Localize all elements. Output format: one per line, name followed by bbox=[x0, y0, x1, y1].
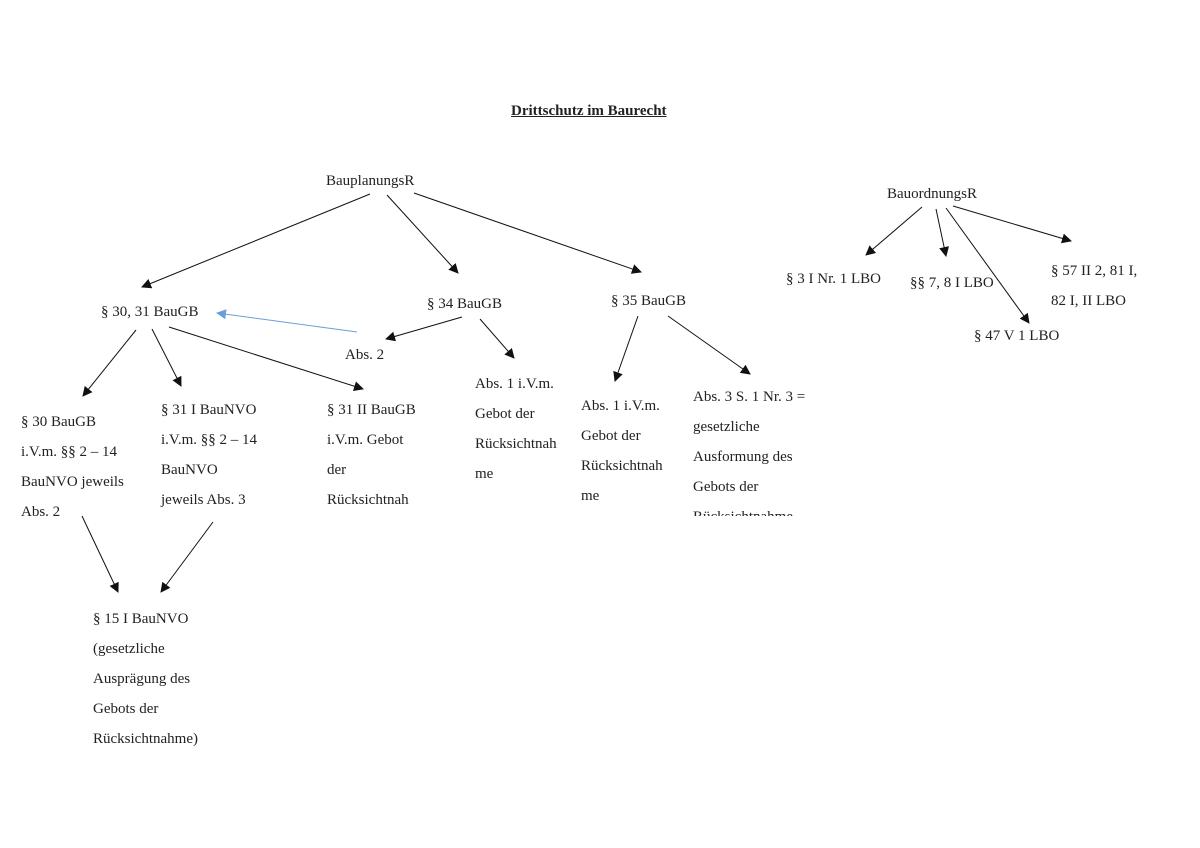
edge-bauplanungsr-s35 bbox=[413, 192, 642, 274]
text-line: (gesetzliche bbox=[93, 641, 165, 657]
text-line: me bbox=[581, 488, 600, 504]
text-line: Abs. 1 i.V.m. bbox=[581, 398, 660, 414]
text-line: BauNVO jeweils bbox=[21, 474, 124, 490]
edge-s34-abs2 bbox=[385, 316, 463, 342]
text-line: Ausprägung des bbox=[93, 671, 191, 687]
edge-s31i-s15 bbox=[160, 521, 214, 593]
text-line: jeweils Abs. 3 bbox=[161, 492, 246, 508]
node-lbo-7-8: §§ 7, 8 I LBO bbox=[910, 275, 994, 291]
text-line: Abs. 2 bbox=[21, 504, 61, 520]
text-line: Abs. 1 i.V.m. bbox=[475, 376, 554, 392]
node-s34-baugb: § 34 BauGB bbox=[427, 296, 502, 312]
edge-bauplanungsr-s30-31 bbox=[141, 193, 371, 289]
text-line: der bbox=[327, 462, 347, 478]
node-bauplanungsr: BauplanungsR bbox=[326, 173, 415, 189]
text-line: § 15 I BauNVO bbox=[93, 611, 189, 627]
edge-abs2-s30-31 bbox=[216, 309, 358, 333]
node-s31i-baunvo: § 31 I BauNVO i.V.m. §§ 2 – 14 BauNVO je… bbox=[161, 395, 257, 515]
text-line: Ausformung des bbox=[693, 449, 793, 465]
edge-s35-abs1 bbox=[613, 315, 639, 382]
text-line: § 57 II 2, 81 I, bbox=[1051, 263, 1138, 279]
page-title: Drittschutz im Baurecht bbox=[511, 103, 667, 119]
node-lbo-3: § 3 I Nr. 1 LBO bbox=[786, 271, 881, 287]
node-s30-31-baugb: § 30, 31 BauGB bbox=[101, 304, 199, 320]
text-line: Rücksichtnah bbox=[475, 436, 557, 452]
text-line: Abs. 3 S. 1 Nr. 3 = bbox=[693, 389, 806, 405]
node-s31ii-baugb: § 31 II BauGB i.V.m. Gebot der Rücksicht… bbox=[327, 395, 416, 515]
text-line: i.V.m. Gebot bbox=[327, 432, 404, 448]
text-line: Rücksichtnah bbox=[581, 458, 663, 474]
text-line: § 30 BauGB bbox=[21, 414, 96, 430]
node-s15i-baunvo: § 15 I BauNVO (gesetzliche Ausprägung de… bbox=[93, 604, 198, 754]
text-line: i.V.m. §§ 2 – 14 bbox=[161, 432, 257, 448]
text-line: BauNVO bbox=[161, 462, 218, 478]
edge-bauordnungsr-lbo78 bbox=[935, 208, 950, 257]
edge-bauordnungsr-lbo47 bbox=[945, 207, 1030, 324]
node-lbo-47: § 47 V 1 LBO bbox=[974, 328, 1060, 344]
text-line: Gebots der bbox=[693, 479, 759, 495]
node-s35-abs3: Abs. 3 S. 1 Nr. 3 = gesetzliche Ausformu… bbox=[693, 382, 805, 516]
text-line: gesetzliche bbox=[693, 419, 760, 435]
edge-bauplanungsr-s34 bbox=[386, 194, 459, 274]
text-line: Gebots der bbox=[93, 701, 159, 717]
edge-s30-31-s31ii bbox=[168, 326, 364, 392]
text-line: § 31 I BauNVO bbox=[161, 402, 257, 418]
text-line: Gebot der bbox=[581, 428, 641, 444]
node-bauordnungsr: BauordnungsR bbox=[887, 186, 977, 202]
edge-bauordnungsr-lbo3 bbox=[865, 206, 923, 256]
text-line: me bbox=[475, 466, 494, 482]
node-s35-abs1: Abs. 1 i.V.m. Gebot der Rücksichtnah me bbox=[581, 391, 663, 511]
text-line: Rücksichtnah bbox=[327, 492, 409, 508]
edge-s30-31-s31i bbox=[151, 328, 182, 387]
text-line: Rücksichtnahme bbox=[693, 502, 805, 516]
edge-s30-31-s30 bbox=[82, 329, 137, 397]
text-line: i.V.m. §§ 2 – 14 bbox=[21, 444, 117, 460]
node-s34-abs2: Abs. 2 bbox=[345, 347, 385, 363]
edge-bauordnungsr-lbo57 bbox=[952, 205, 1072, 244]
text-line: 82 I, II LBO bbox=[1051, 293, 1126, 309]
edge-s35-abs3 bbox=[667, 315, 751, 375]
text-line: § 31 II BauGB bbox=[327, 402, 416, 418]
edge-s30-s15 bbox=[81, 515, 119, 593]
node-s35-baugb: § 35 BauGB bbox=[611, 293, 686, 309]
node-lbo-57: § 57 II 2, 81 I, 82 I, II LBO bbox=[1051, 256, 1137, 316]
text-line: Gebot der bbox=[475, 406, 535, 422]
node-s30-baugb-abs2: § 30 BauGB i.V.m. §§ 2 – 14 BauNVO jewei… bbox=[21, 407, 124, 527]
edge-s34-abs1 bbox=[479, 318, 515, 359]
text-line: Rücksichtnahme) bbox=[93, 731, 198, 747]
node-s34-abs1: Abs. 1 i.V.m. Gebot der Rücksichtnah me bbox=[475, 369, 557, 489]
